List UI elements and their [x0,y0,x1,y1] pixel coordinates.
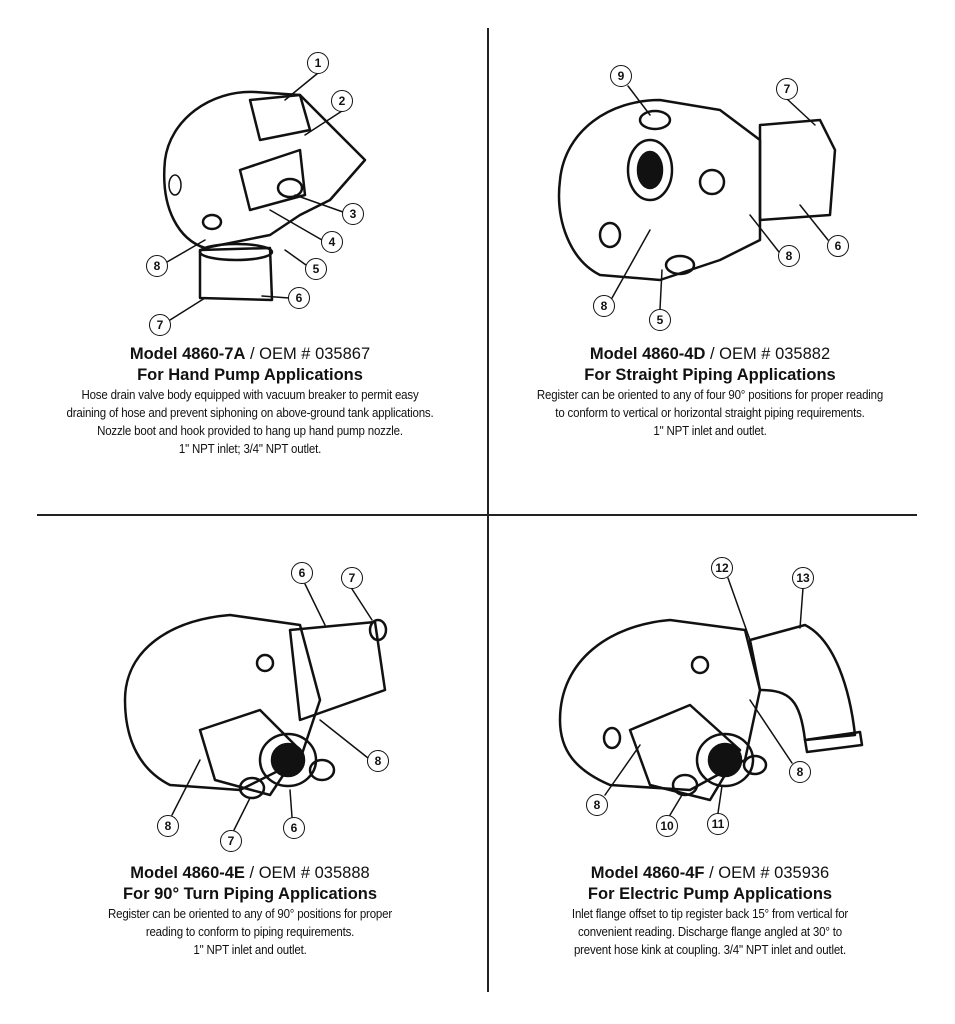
callout-part: 4 [321,231,343,253]
description-line: Nozzle boot and hook provided to hang up… [97,424,403,438]
description-line: Hose drain valve body equipped with vacu… [81,388,419,402]
description-line: Register can be oriented to any of 90° p… [108,907,392,921]
model-title: Model 4860-4D / OEM # 035882 [480,344,940,365]
callout-part: 8 [157,815,179,837]
model-number: Model 4860-4F [590,864,705,882]
callout-part: 11 [707,813,729,835]
callout-part: 12 [711,557,733,579]
horizontal-divider [37,514,917,516]
model-number: Model 4860-4E [130,864,245,882]
callout-part: 6 [283,817,305,839]
description-line: Inlet flange offset to tip register back… [571,907,849,921]
callout-part: 8 [586,794,608,816]
oem-number: / OEM # 035882 [705,345,831,363]
callout-part: 6 [288,287,310,309]
description-line: 1" NPT inlet and outlet. [193,943,307,957]
oem-number: / OEM # 035936 [704,864,830,882]
callout-part: 8 [789,761,811,783]
callout-part: 8 [367,750,389,772]
callout-part: 7 [776,78,798,100]
description-line: 1" NPT inlet; 3/4" NPT outlet. [178,442,322,456]
model-title: Model 4860-4F / OEM # 035936 [480,863,940,884]
description-line: Register can be oriented to any of four … [536,388,884,402]
callout-part: 8 [146,255,168,277]
application-heading: For Hand Pump Applications [137,366,363,384]
caption-4860-4d: Model 4860-4D / OEM # 035882 For Straigh… [480,344,940,440]
description-line: draining of hose and prevent siphoning o… [66,406,434,420]
callout-part: 5 [649,309,671,331]
callout-part: 5 [305,258,327,280]
callout-part: 2 [331,90,353,112]
callout-part: 6 [291,562,313,584]
caption-4860-4f: Model 4860-4F / OEM # 035936 For Electri… [480,863,940,959]
model-title: Model 4860-7A / OEM # 035867 [20,344,480,365]
callout-part: 7 [149,314,171,336]
caption-4860-4e: Model 4860-4E / OEM # 035888 For 90° Tur… [20,863,480,959]
description-line: reading to conform to piping requirement… [145,925,355,939]
illustration-4860-4f [558,577,864,816]
description-line: prevent hose kink at coupling. 3/4" NPT … [573,943,847,957]
callout-part: 8 [778,245,800,267]
callout-part: 6 [827,235,849,257]
callout-part: 3 [342,203,364,225]
callout-part: 7 [220,830,242,852]
caption-4860-7a: Model 4860-7A / OEM # 035867 For Hand Pu… [20,344,480,458]
illustration-4860-4d [557,85,837,310]
callout-part: 10 [656,815,678,837]
description-line: convenient reading. Discharge flange ang… [577,925,843,939]
description-line: to conform to vertical or horizontal str… [555,406,865,420]
description-line: 1" NPT inlet and outlet. [653,424,767,438]
oem-number: / OEM # 035867 [245,345,371,363]
callout-part: 1 [307,52,329,74]
callout-part: 7 [341,567,363,589]
callout-part: 9 [610,65,632,87]
application-heading: For 90° Turn Piping Applications [122,885,378,903]
vertical-divider [487,28,489,992]
model-number: Model 4860-7A [129,345,246,363]
illustration-4860-7a [162,72,367,321]
callout-part: 8 [593,295,615,317]
illustration-4860-4e [123,583,388,831]
application-heading: For Straight Piping Applications [584,366,836,384]
application-heading: For Electric Pump Applications [587,885,833,903]
callout-part: 13 [792,567,814,589]
model-title: Model 4860-4E / OEM # 035888 [20,863,480,884]
model-number: Model 4860-4D [589,345,706,363]
oem-number: / OEM # 035888 [244,864,370,882]
